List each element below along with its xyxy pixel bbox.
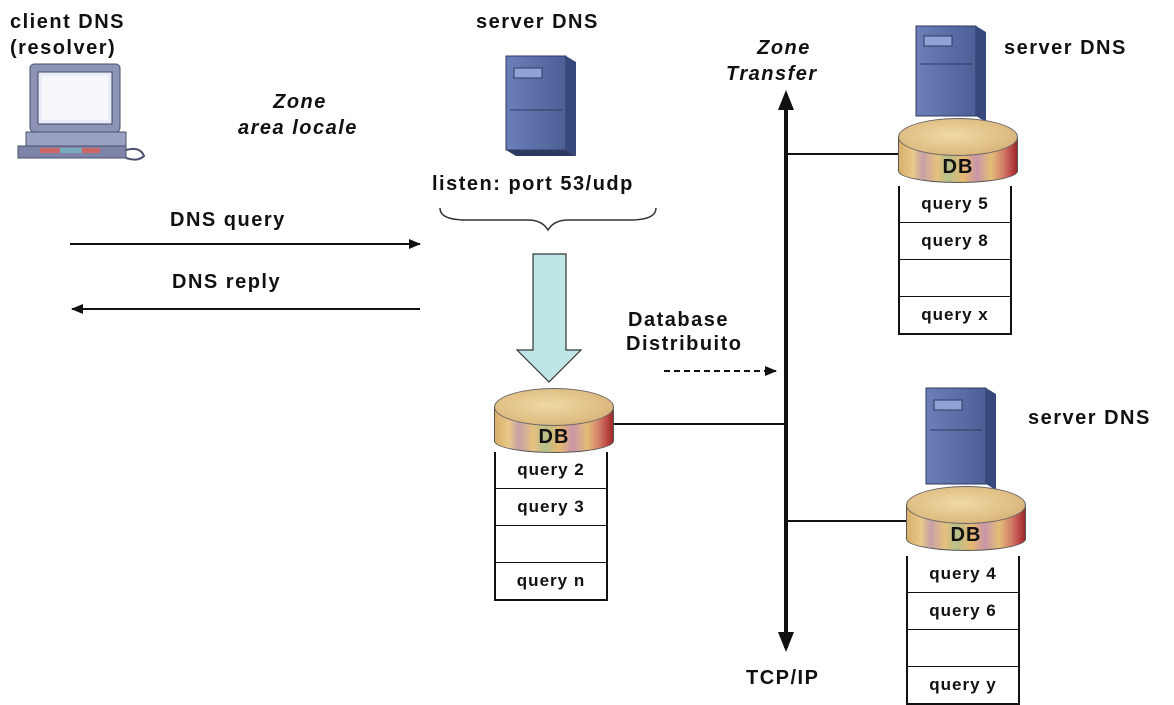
table-row: query y [908,667,1018,705]
tcp-ip-label: TCP/IP [746,667,820,689]
dns-reply-label: DNS reply [172,271,282,293]
zone-local-line2: area locale [238,117,358,139]
remote-server-2-icon [925,387,996,490]
zone-transfer-line2: Transfer [726,63,818,85]
lookup-down-arrow [515,253,583,383]
remote-db-1-label: DB [942,156,974,178]
main-server-icon [505,55,576,156]
table-row: query 8 [900,223,1010,260]
distributed-db-line1: Database [628,309,729,331]
table-row: query n [496,563,606,601]
table-row: query 2 [496,452,606,489]
listen-brace [439,207,657,232]
main-server-title: server DNS [476,11,599,33]
zone-transfer-line1: Zone [757,37,811,59]
local-db-cylinder: DB [494,388,614,468]
remote-server-1-icon [915,25,986,122]
remote-server-2-title: server DNS [1028,407,1151,429]
client-label-line2: (resolver) [10,37,117,59]
remote-db-2-cylinder: DB [906,486,1026,566]
remote-db-1-query-table: query 5 query 8 query x [898,186,1012,335]
table-row [908,630,1018,667]
table-row: query x [900,297,1010,335]
distributed-db-line2: Distribuito [626,333,743,355]
table-row [900,260,1010,297]
table-row: query 6 [908,593,1018,630]
local-db-label: DB [538,426,570,448]
remote-db-2-query-table: query 4 query 6 query y [906,556,1020,705]
table-row [496,526,606,563]
cylinder-top [898,118,1018,156]
cylinder-top [494,388,614,426]
local-db-query-table: query 2 query 3 query n [494,452,608,601]
backbone-arrow-top [778,90,794,110]
client-label-line1: client DNS [10,11,126,33]
backbone-arrow-bottom [778,632,794,652]
table-row: query 5 [900,186,1010,223]
dns-query-label: DNS query [170,209,286,231]
cylinder-top [906,486,1026,524]
table-row: query 4 [908,556,1018,593]
table-row: query 3 [496,489,606,526]
remote-db-1-cylinder: DB [898,118,1018,198]
listen-port-label: listen: port 53/udp [432,173,634,195]
zone-local-line1: Zone [273,91,327,113]
client-computer-icon [17,63,146,161]
remote-db-2-label: DB [950,524,982,546]
remote-server-1-title: server DNS [1004,37,1127,59]
